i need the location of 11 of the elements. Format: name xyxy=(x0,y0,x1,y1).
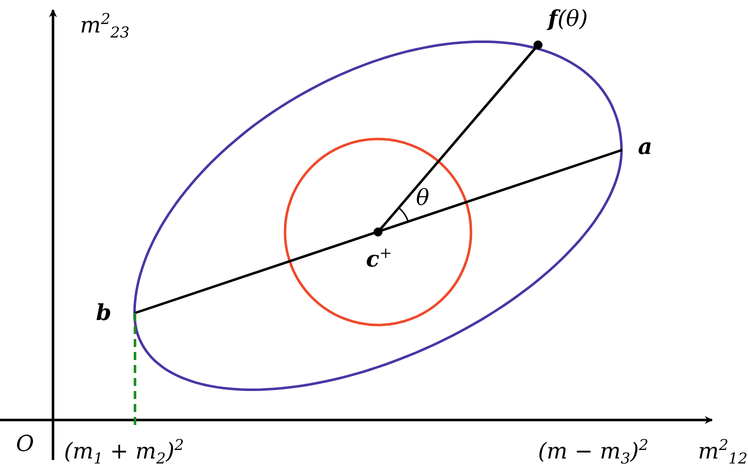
point-label: c$^{+}$ xyxy=(366,240,392,274)
axis-label: (m − m$_{3}$)$^{2}$ xyxy=(538,435,648,470)
line-segment xyxy=(374,40,542,236)
point-label: a xyxy=(638,134,652,160)
angle-label: θ xyxy=(416,186,430,212)
axis-label: O xyxy=(16,432,34,458)
dashed-line xyxy=(134,313,136,428)
point-label: (m$_{1}$ + m$_{2}$)$^{2}$ xyxy=(64,432,184,472)
point-label: b xyxy=(96,300,112,326)
line-segment xyxy=(134,148,622,314)
point-label: f(θ) xyxy=(548,6,588,33)
